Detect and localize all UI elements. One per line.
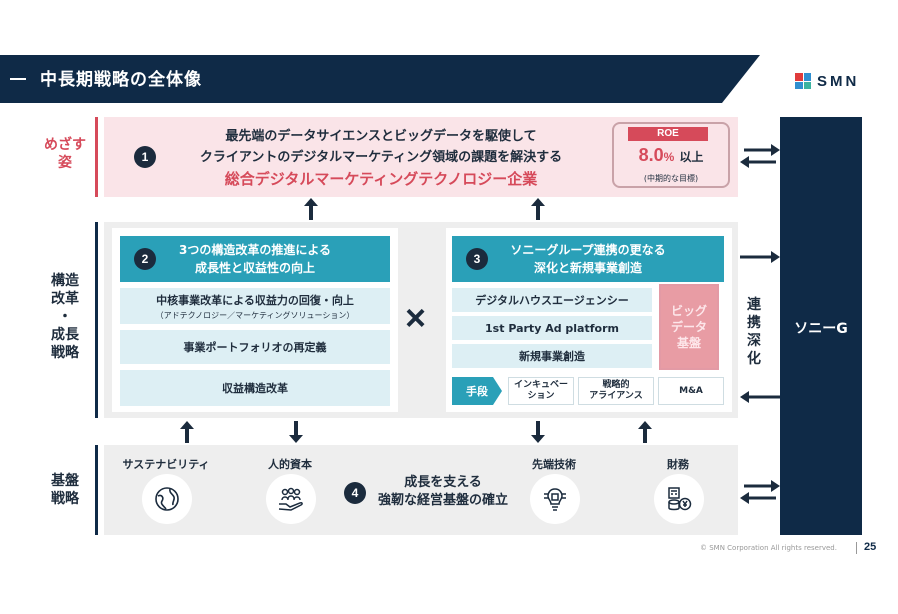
section3-item-label: 1st Party Ad platform [485,321,619,335]
roe-badge: ROE [628,127,708,141]
section2-item-label: 収益構造改革 [222,382,288,395]
pillar-label-sustainability: サステナビリティ [122,458,210,471]
vision-line3: 総合デジタルマーケティングテクノロジー企業 [224,170,538,188]
section2-title-line2: 成長性と収益性の向上 [194,261,315,275]
label-foundation: 基盤 戦略 [51,473,79,507]
page-title: 中長期戦略の全体像 [40,70,202,90]
structural-line [95,222,98,418]
means-ma: M&A [658,377,724,405]
vision-line [95,117,98,197]
times-symbol: × [405,297,427,338]
section3-title-line1: ソニーグループ連携の更なる [510,243,666,257]
section2-number: 2 [134,248,156,270]
people-hand-icon [266,474,316,524]
section4-title-line1: 成長を支える [404,475,482,490]
section2-header: 3つの構造改革の推進による 成長性と収益性の向上 [120,236,390,282]
means-alliance: 戦略的 アライアンス [578,377,654,405]
section1-number: 1 [134,146,156,168]
section3-item-label: デジタルハウスエージェンシー [475,294,629,307]
roe-number: 8.0 [638,145,664,165]
roe-unit: % [663,150,675,164]
arrow-up-4 [638,421,652,443]
means-incubation: インキュベー ション [508,377,574,405]
section2-item-portfolio: 事業ポートフォリオの再定義 [120,330,390,364]
section4-title: 成長を支える 強靭な経営基盤の確立 [368,474,518,510]
section2-title-line1: 3つの構造改革の推進による [179,243,331,257]
logo-text: SMN [817,72,860,90]
header-dash [10,78,26,80]
section2-item-profit: 収益構造改革 [120,370,390,406]
section2-item-core: 中核事業改革による収益力の回復・向上 （アドテクノロジー／マーケティングソリュー… [120,288,390,324]
section2-item-label: 事業ポートフォリオの再定義 [183,341,327,354]
link-deepening-label: 連 携 深 化 [747,297,761,367]
vision-line2: クライアントのデジタルマーケティング領域の課題を解決する [199,150,563,165]
chip-bulb-icon [530,474,580,524]
arrow-bidirectional-2 [740,480,780,504]
section3-item-platform: 1st Party Ad platform [452,316,652,340]
section3-header: ソニーグループ連携の更なる 深化と新規事業創造 [452,236,724,282]
section3-item-new: 新規事業創造 [452,344,652,368]
foundation-box [104,445,738,535]
pillar-label-finance: 財務 [667,458,689,471]
label-structural: 構造 改革 ・ 成長 戦略 [51,273,79,361]
roe-above: 以上 [679,150,704,164]
page-number: 25 [864,541,877,553]
roe-bracket [612,122,730,188]
arrow-up-2 [531,198,545,220]
arrow-up-3 [180,421,194,443]
pillar-label-human: 人的資本 [268,458,312,471]
logo-mark-icon [795,73,811,89]
sony-group-box [780,117,862,535]
footer-copyright: © SMN Corporation All rights reserved. [700,544,837,552]
section2-item-label: 中核事業改革による収益力の回復・向上 [156,293,354,307]
sony-group-label: ソニーG [794,321,848,337]
arrow-bidirectional-1 [740,144,780,168]
arrow-left-1 [740,391,780,403]
label-vision: めざす 姿 [44,137,86,171]
section3-item-dha: デジタルハウスエージェンシー [452,288,652,312]
section4-number: 4 [344,482,366,504]
coins-yen-icon [654,474,704,524]
section4-title-line2: 強靭な経営基盤の確立 [377,493,508,508]
section3-item-label: 新規事業創造 [519,350,585,363]
bigdata-badge: ビッグ データ 基盤 [659,284,719,370]
roe-value: 8.0% 以上 [618,145,724,166]
arrow-down-2 [531,421,545,443]
pillar-label-tech: 先端技術 [532,458,576,471]
arrow-up-1 [304,198,318,220]
section3-number: 3 [466,248,488,270]
smn-logo: SMN [795,70,875,92]
section2-item-sub: （アドテクノロジー／マーケティングソリューション） [155,310,355,320]
section3-title-line2: 深化と新規事業創造 [533,261,642,275]
means-tag: 手段 [452,377,502,405]
arrow-right-1 [740,251,780,263]
header-band [0,55,760,103]
arrow-down-1 [289,421,303,443]
foundation-line [95,445,98,535]
vision-line1: 最先端のデータサイエンスとビッグデータを駆使して [225,129,537,144]
footer-separator [856,542,857,554]
globe-leaf-icon [142,474,192,524]
roe-note: (中期的な目標) [643,174,699,183]
